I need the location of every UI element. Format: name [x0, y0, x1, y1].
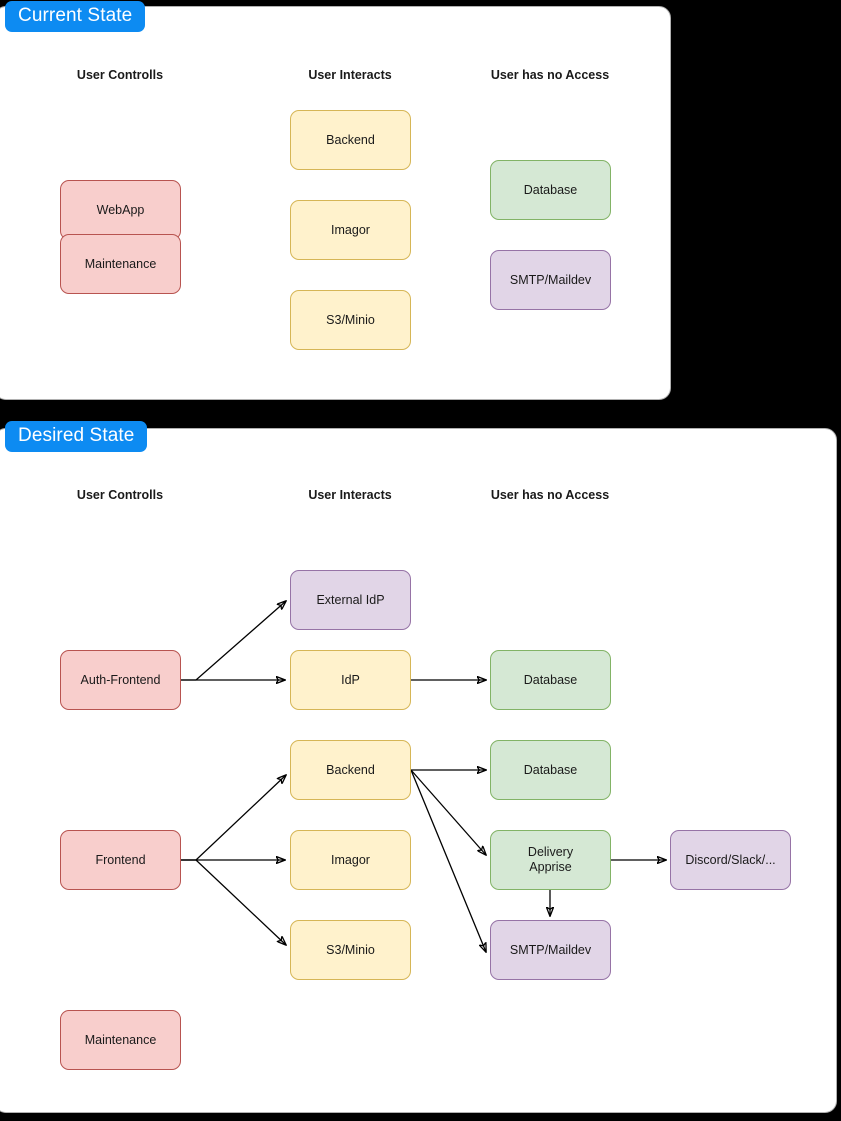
node-maintenance-desired[interactable]: Maintenance	[60, 1010, 181, 1070]
node-smtp-maildev-current-label: SMTP/Maildev	[509, 272, 592, 287]
node-backend-desired[interactable]: Backend	[290, 740, 411, 800]
node-s3minio-desired-label: S3/Minio	[326, 942, 375, 957]
node-discord-slack-label: Discord/Slack/...	[685, 852, 776, 867]
node-database-current-label: Database	[523, 182, 578, 197]
node-maintenance-label: Maintenance	[84, 256, 157, 271]
node-discord-slack[interactable]: Discord/Slack/...	[670, 830, 791, 890]
node-idp-label: IdP	[341, 672, 360, 687]
node-database-current[interactable]: Database	[490, 160, 611, 220]
node-idp[interactable]: IdP	[290, 650, 411, 710]
node-external-idp[interactable]: External IdP	[290, 570, 411, 630]
node-imagor-current-label: Imagor	[331, 222, 370, 237]
column-header-user-controls-current: User Controlls	[76, 68, 164, 82]
node-frontend-label: Frontend	[95, 852, 146, 867]
node-database-idp[interactable]: Database	[490, 650, 611, 710]
node-backend-current[interactable]: Backend	[290, 110, 411, 170]
node-external-idp-label: External IdP	[316, 592, 385, 607]
node-delivery-apprise-label: Delivery Apprise	[527, 845, 574, 874]
node-maintenance[interactable]: Maintenance	[60, 234, 181, 294]
column-header-user-no-access-current: User has no Access	[490, 68, 610, 82]
node-smtp-maildev-desired-label: SMTP/Maildev	[509, 942, 592, 957]
node-s3minio-current[interactable]: S3/Minio	[290, 290, 411, 350]
node-webapp-label: WebApp	[96, 202, 145, 217]
column-header-user-no-access-desired: User has no Access	[490, 488, 610, 502]
node-database-backend[interactable]: Database	[490, 740, 611, 800]
node-frontend[interactable]: Frontend	[60, 830, 181, 890]
node-smtp-maildev-current[interactable]: SMTP/Maildev	[490, 250, 611, 310]
column-header-user-controls-desired: User Controlls	[76, 488, 164, 502]
node-backend-current-label: Backend	[326, 132, 375, 147]
state-badge-current: Current State	[5, 1, 146, 32]
column-header-user-interacts-desired: User Interacts	[308, 488, 392, 502]
node-delivery-apprise[interactable]: Delivery Apprise	[490, 830, 611, 890]
node-auth-frontend[interactable]: Auth-Frontend	[60, 650, 181, 710]
node-s3minio-current-label: S3/Minio	[326, 312, 375, 327]
node-imagor-desired[interactable]: Imagor	[290, 830, 411, 890]
node-maintenance-desired-label: Maintenance	[84, 1032, 157, 1047]
node-database-backend-label: Database	[523, 762, 578, 777]
node-auth-frontend-label: Auth-Frontend	[80, 672, 161, 687]
node-webapp[interactable]: WebApp	[60, 180, 181, 240]
state-badge-desired: Desired State	[5, 421, 148, 452]
node-database-idp-label: Database	[523, 672, 578, 687]
column-header-user-interacts-current: User Interacts	[308, 68, 392, 82]
node-backend-desired-label: Backend	[326, 762, 375, 777]
node-imagor-desired-label: Imagor	[331, 852, 370, 867]
node-smtp-maildev-desired[interactable]: SMTP/Maildev	[490, 920, 611, 980]
node-s3minio-desired[interactable]: S3/Minio	[290, 920, 411, 980]
node-imagor-current[interactable]: Imagor	[290, 200, 411, 260]
